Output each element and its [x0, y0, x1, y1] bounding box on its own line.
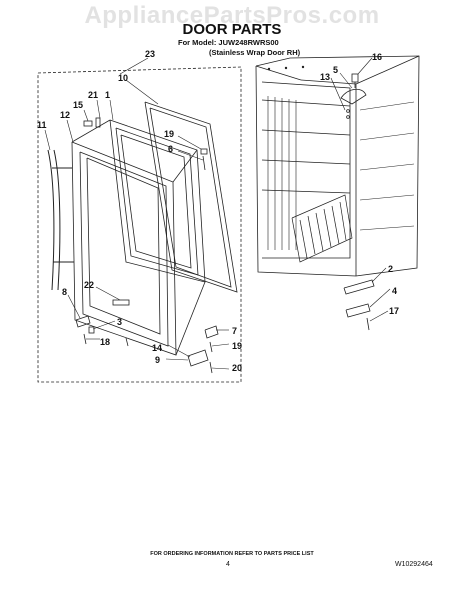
callout-11: 11 [37, 120, 47, 130]
callout-19-upper: 19 [164, 129, 174, 139]
cabinet-hinge-parts [340, 73, 375, 331]
ordering-footer: FOR ORDERING INFORMATION REFER TO PARTS … [150, 551, 314, 557]
cabinet [255, 55, 420, 277]
callout-19-lower: 19 [232, 341, 242, 351]
callout-14: 14 [152, 343, 162, 353]
page-title: DOOR PARTS [182, 21, 282, 38]
callout-23: 23 [145, 49, 155, 59]
callout-15: 15 [73, 100, 83, 110]
callout-22: 22 [84, 280, 94, 290]
callout-9: 9 [155, 355, 160, 365]
assembly-outline [37, 66, 242, 383]
callout-10: 10 [118, 73, 128, 83]
callout-21: 21 [88, 90, 98, 100]
callout-1: 1 [105, 90, 110, 100]
callout-17: 17 [389, 306, 399, 316]
document-number: W10292464 [395, 561, 433, 568]
callout-12: 12 [60, 110, 70, 120]
door-handle [47, 149, 74, 291]
model-line: For Model: JUW248RWRS00 [178, 38, 279, 47]
callout-5: 5 [333, 65, 338, 75]
door-liner [109, 119, 206, 283]
callout-8: 8 [62, 287, 67, 297]
door-badge [112, 299, 130, 306]
callout-3: 3 [117, 317, 122, 327]
hinge-parts-right [187, 148, 219, 374]
variant-line: (Stainless Wrap Door RH) [209, 48, 301, 57]
leader-lines [44, 57, 391, 370]
hinge-parts-left [75, 117, 129, 347]
callout-18: 18 [100, 337, 110, 347]
callout-16: 16 [372, 52, 382, 62]
callout-7: 7 [232, 326, 237, 336]
watermark: AppliancePartsPros.com [84, 2, 380, 29]
page-number: 4 [226, 561, 230, 568]
callout-20: 20 [232, 363, 242, 373]
callout-4: 4 [392, 286, 397, 296]
callout-6: 6 [168, 144, 173, 154]
callout-13: 13 [320, 72, 330, 82]
cabinet-grille [291, 194, 353, 263]
door-gasket [144, 101, 238, 293]
outer-door-frame [71, 119, 206, 356]
callout-2: 2 [388, 264, 393, 274]
